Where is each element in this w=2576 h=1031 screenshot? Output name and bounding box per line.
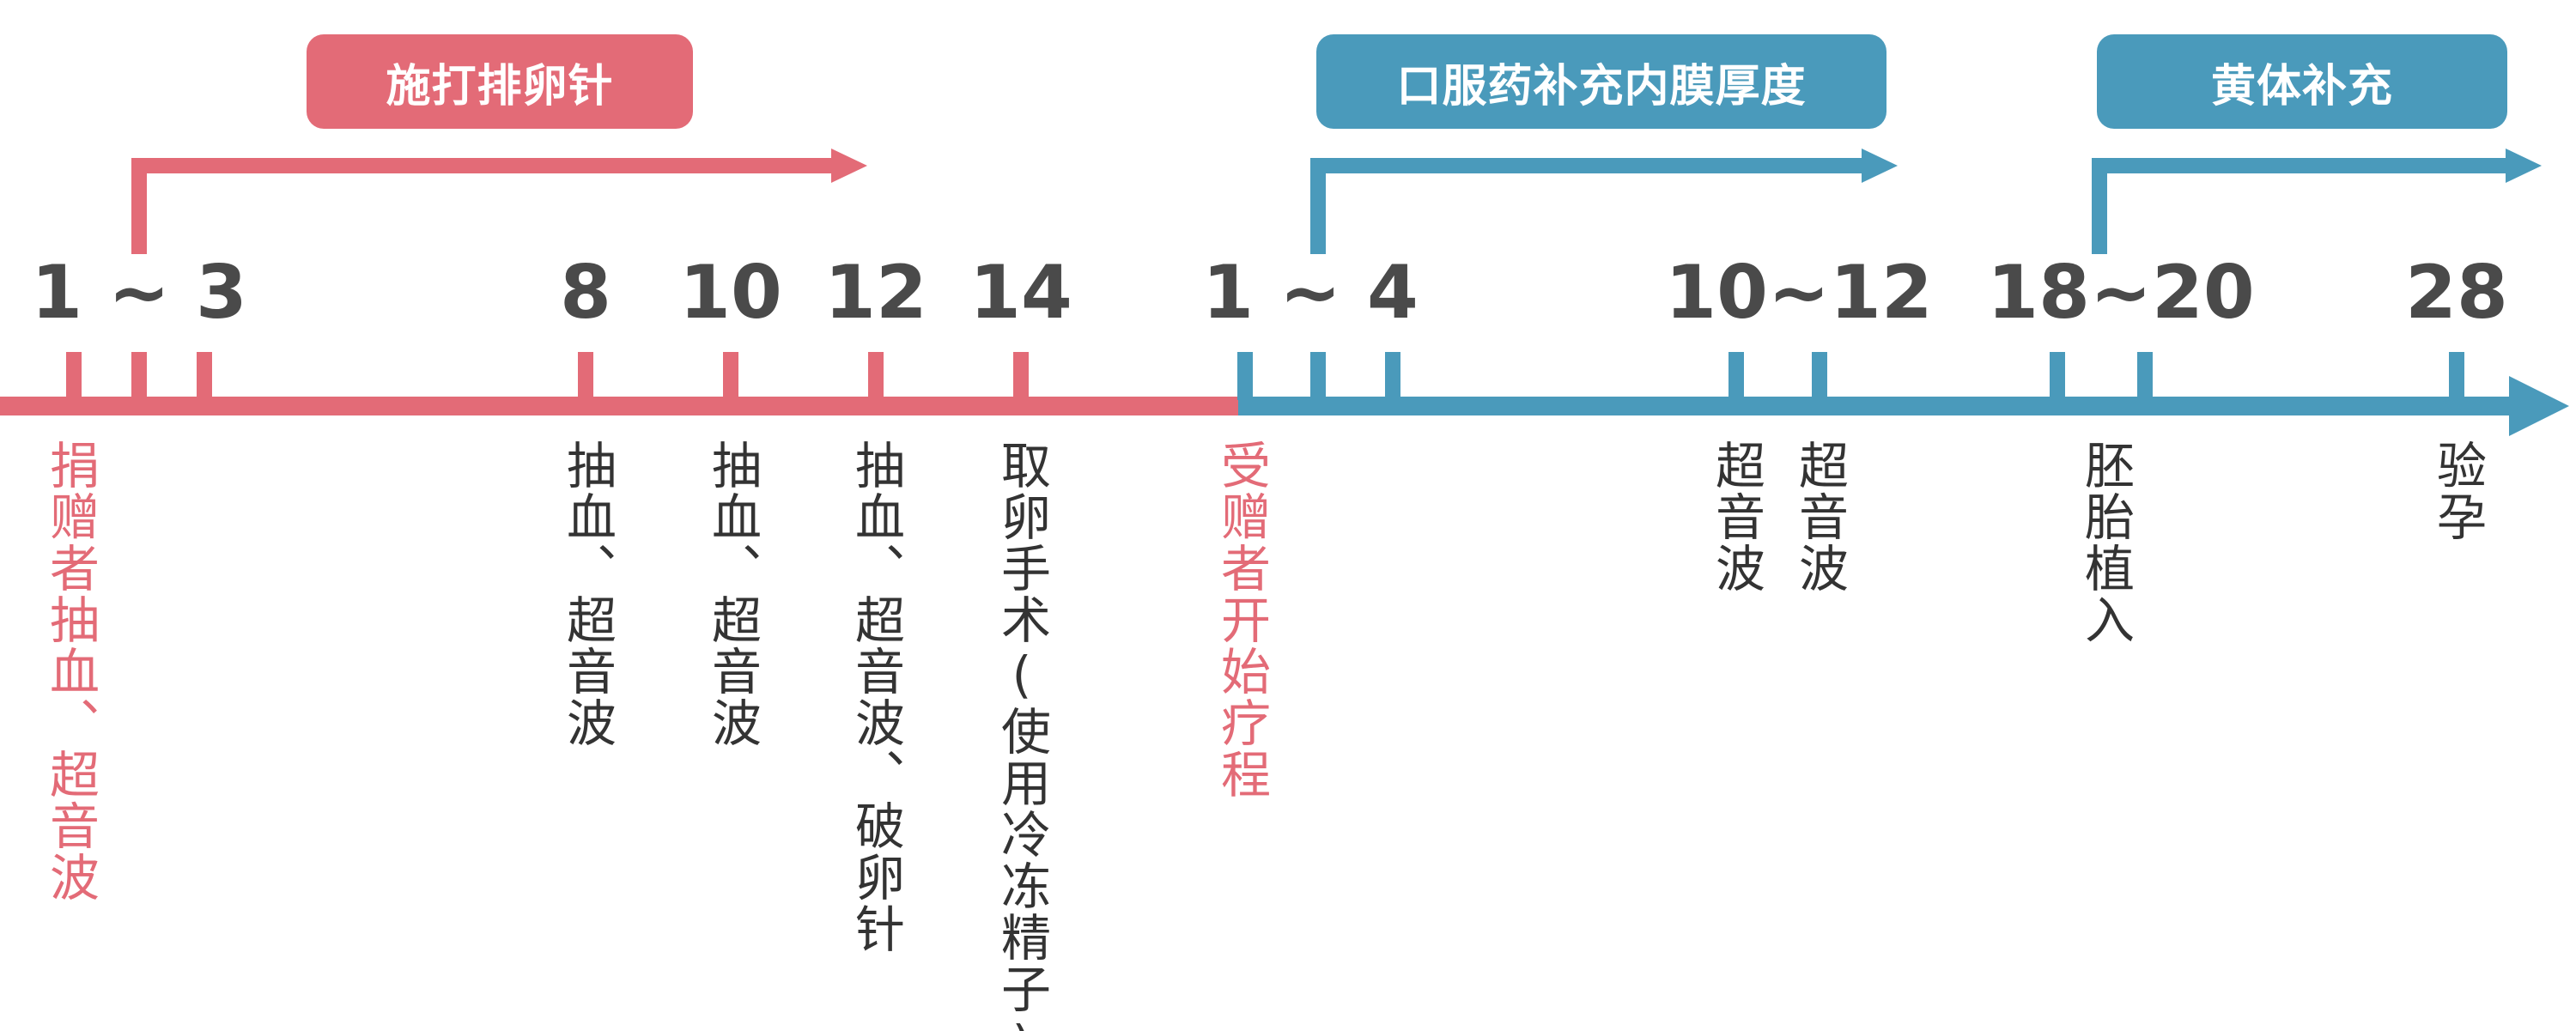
tick-r4 (1385, 352, 1400, 400)
estrogen-arrowhead (1862, 149, 1898, 183)
tick-2 (131, 352, 147, 400)
day-label-14: 14 (969, 250, 1072, 336)
tick-r1 (1237, 352, 1253, 400)
donor-timeline-bar (0, 397, 1238, 415)
day-label-8: 8 (560, 250, 611, 336)
event-recipient-day-12: 超音波 (1790, 440, 1849, 594)
tick-1 (66, 352, 82, 400)
timeline-arrowhead (2509, 376, 2569, 436)
event-recipient-day-18: 胚胎植入 (2076, 440, 2135, 646)
event-recipient-day-10: 超音波 (1707, 440, 1765, 594)
day-label-r18-20: 18~20 (1987, 250, 2255, 336)
tick-14 (1013, 352, 1029, 400)
event-recipient-start: 受赠者开始疗程 (1212, 440, 1271, 800)
ovulation-phase-label: 施打排卵针 (307, 34, 693, 129)
event-day-10: 抽血、超音波 (703, 440, 762, 749)
tick-r20 (2137, 352, 2153, 400)
tick-r28 (2449, 352, 2464, 400)
luteal-arrowhead (2506, 149, 2542, 183)
estrogen-bracket (1310, 149, 1898, 254)
donor-ticks (66, 352, 1029, 400)
day-label-12: 12 (824, 250, 927, 336)
event-day-12: 抽血、超音波、破卵针 (847, 440, 905, 955)
luteal-phase-label: 黄体补充 (2097, 34, 2507, 129)
recipient-ticks (1237, 352, 2464, 400)
day-label-r28: 28 (2405, 250, 2508, 336)
luteal-bracket (2092, 149, 2542, 254)
day-label-r1-4: 1 ~ 4 (1202, 250, 1419, 336)
event-day-14: 取卵手术(使用冷冻精子) (993, 440, 1051, 1031)
tick-10 (723, 352, 738, 400)
day-label-1-3: 1 ~ 3 (31, 250, 247, 336)
event-day-8: 抽血、超音波 (558, 440, 617, 749)
tick-3 (197, 352, 212, 400)
tick-12 (868, 352, 884, 400)
event-recipient-day-28: 验孕 (2428, 440, 2487, 543)
ovulation-bracket (131, 149, 867, 254)
recipient-timeline-bar (1238, 397, 2524, 415)
tick-8 (578, 352, 593, 400)
day-label-r10-12: 10~12 (1665, 250, 1933, 336)
tick-r10 (1728, 352, 1744, 400)
estrogen-phase-label: 口服药补充内膜厚度 (1316, 34, 1886, 129)
ovulation-arrowhead (831, 149, 867, 183)
event-donor-start: 捐赠者抽血、超音波 (41, 440, 100, 903)
tick-r18 (2050, 352, 2065, 400)
day-label-10: 10 (679, 250, 782, 336)
tick-r2 (1310, 352, 1326, 400)
tick-r12 (1812, 352, 1827, 400)
